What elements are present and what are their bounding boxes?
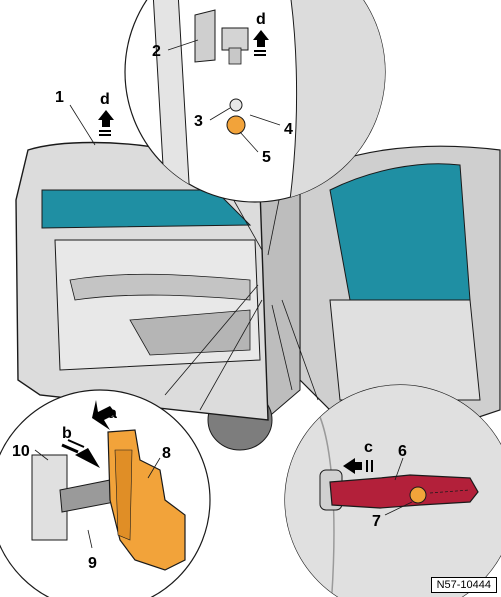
label-c: c: [364, 439, 373, 456]
callout-9: 9: [88, 555, 97, 572]
rear-window-glass: [329, 163, 471, 301]
callout-2: 2: [152, 43, 161, 60]
callout-10: 10: [12, 443, 30, 460]
door-armrest: [69, 273, 251, 301]
detail-bottom-left: a b 10 8 9: [0, 389, 211, 597]
arrow-d-left-icon: [98, 110, 114, 127]
arrow-d-top-icon: [253, 30, 269, 47]
callout-4: 4: [284, 121, 293, 138]
door-pocket: [129, 309, 251, 356]
hinge-bracket: [194, 9, 216, 63]
check-strap-red: [329, 474, 479, 509]
arrow-c-icon: [343, 458, 362, 474]
car-illustration: [15, 141, 501, 451]
label-b: b: [62, 425, 72, 442]
hinge-pin-body: [221, 27, 249, 51]
callout-7: 7: [372, 513, 381, 530]
detail-bottom-right: c 6 7: [284, 384, 501, 597]
label-a: a: [108, 405, 117, 422]
callout-5: 5: [262, 149, 271, 166]
front-door-window: [41, 189, 252, 229]
label-d-left: d: [100, 91, 110, 108]
hinge-hole: [229, 98, 243, 112]
figure-reference: N57-10444: [430, 577, 497, 593]
hinge-bolt-orange: [226, 115, 246, 135]
callout-6: 6: [398, 443, 407, 460]
car-body-rear-door: [329, 299, 481, 401]
arrow-b-icon: [75, 448, 100, 468]
arrow-a-icon: [92, 400, 116, 430]
label-d-top: d: [256, 11, 266, 28]
callout-1: 1: [55, 89, 64, 106]
callout-3: 3: [194, 113, 203, 130]
callout-8: 8: [162, 445, 171, 462]
strap-bolt-orange: [409, 486, 427, 504]
